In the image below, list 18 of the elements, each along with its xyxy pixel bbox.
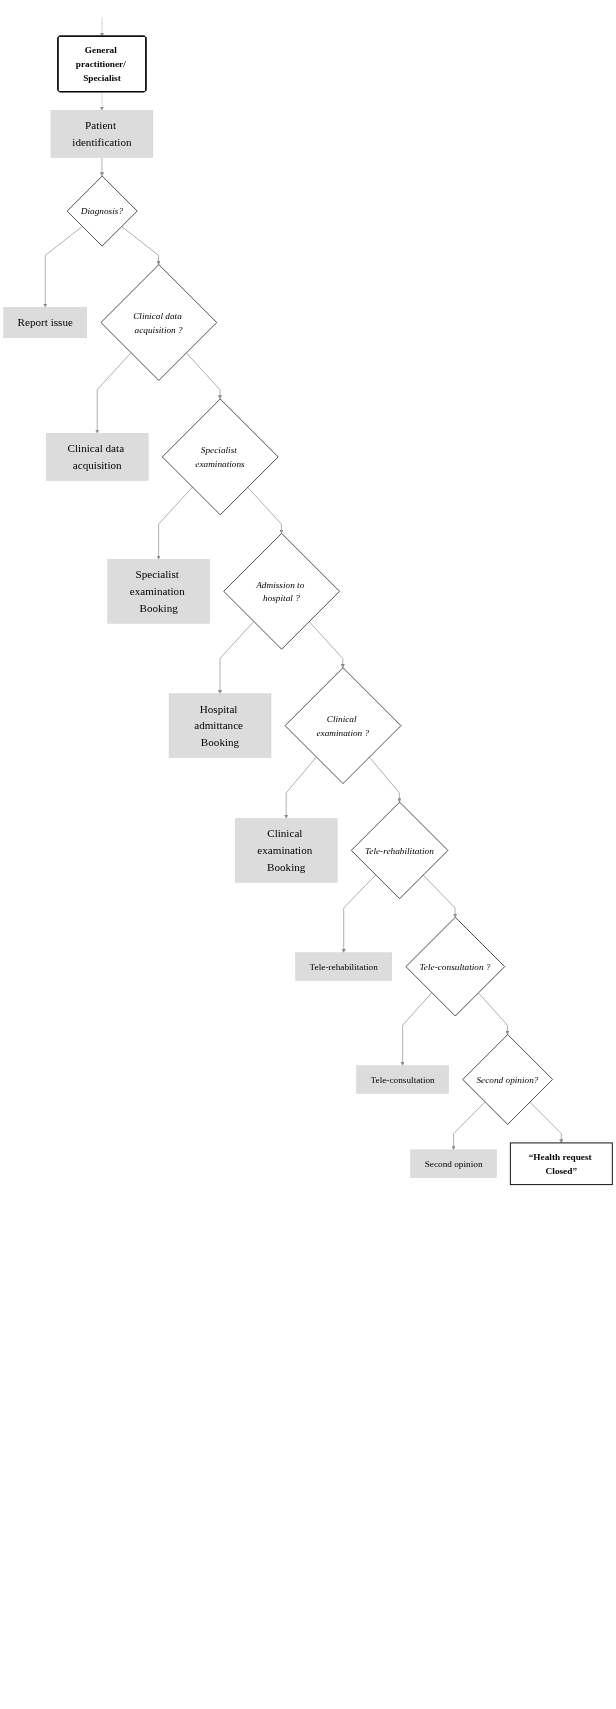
node-box: Hospital admittance Booking — [168, 693, 272, 758]
node-diamond: Tele-consultation ? — [405, 916, 506, 1017]
node-box: Clinical data acquisition — [46, 433, 149, 481]
node-box: Second opinion — [410, 1149, 497, 1178]
node-diamond: Tele-rehabilitation — [350, 801, 449, 900]
node-box: Clinical examination Booking — [235, 818, 338, 883]
node-box: Tele-rehabilitation — [295, 952, 392, 981]
node-box: Patient identification — [50, 110, 154, 158]
node-diamond: Specialist examinations — [161, 398, 279, 516]
node-diamond: Admission to hospital ? — [223, 533, 340, 650]
node-diamond: Clinical data acquisition ? — [100, 264, 218, 381]
node-diamond: Diagnosis? — [66, 175, 138, 247]
node-box: Report issue — [3, 307, 88, 339]
node-box: “Health request Closed” — [509, 1142, 613, 1186]
node-box: Specialist examination Booking — [107, 559, 210, 624]
node-diamond: Second opinion? — [462, 1034, 553, 1125]
node-diamond: Clinical examination ? — [284, 667, 402, 784]
node-box: Tele-consultation — [356, 1065, 449, 1094]
